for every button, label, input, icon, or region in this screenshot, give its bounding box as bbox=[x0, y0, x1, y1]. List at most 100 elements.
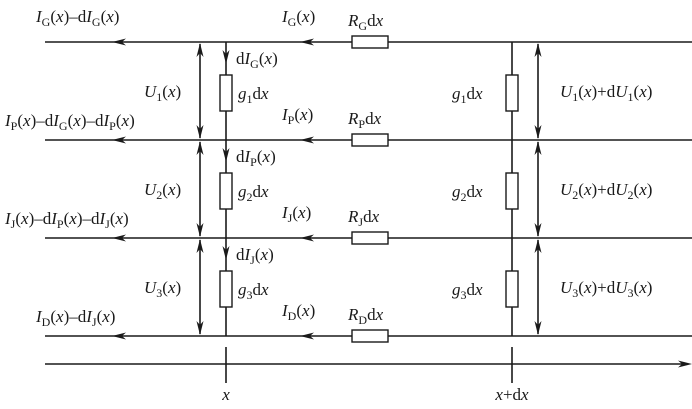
text: )–d bbox=[29, 209, 52, 228]
current-arrow-D-left bbox=[112, 332, 126, 340]
resistor-label-J: RJdx bbox=[347, 207, 380, 229]
symbol: U bbox=[560, 82, 574, 101]
text: d bbox=[253, 182, 262, 201]
text: ( bbox=[292, 203, 298, 222]
symbol: I bbox=[244, 245, 252, 264]
conductance-label-3-left: g3dx bbox=[238, 280, 269, 302]
symbol: x bbox=[260, 84, 269, 103]
subscript: 1 bbox=[247, 92, 253, 106]
symbol: x bbox=[474, 84, 483, 103]
text: ) bbox=[647, 180, 653, 199]
symbol: x bbox=[474, 280, 483, 299]
symbol: x bbox=[101, 307, 110, 326]
current-arrow-D-right bbox=[300, 332, 314, 340]
wires bbox=[45, 35, 692, 383]
symbol: x bbox=[260, 245, 269, 264]
text: ( bbox=[296, 301, 302, 320]
subscript: G bbox=[42, 15, 51, 29]
text: ( bbox=[50, 7, 56, 26]
current-label-P-right: IP(x) bbox=[281, 105, 313, 127]
text: )–d bbox=[31, 111, 54, 130]
symbol: I bbox=[281, 203, 289, 222]
text: ( bbox=[634, 82, 640, 101]
resistor-J bbox=[351, 231, 389, 245]
symbol: x bbox=[115, 209, 124, 228]
conductance-1-left bbox=[219, 74, 233, 112]
symbol: I bbox=[52, 111, 60, 130]
resistor-label-D: RDdx bbox=[347, 305, 384, 327]
voltage-arrowhead-3-left-down bbox=[196, 321, 204, 335]
voltage-label-3-right: U3(x)+dU3(x) bbox=[560, 278, 652, 300]
symbol: x bbox=[260, 280, 269, 299]
subscript: 3 bbox=[572, 286, 578, 300]
text: ( bbox=[101, 7, 107, 26]
symbol: I bbox=[281, 7, 289, 26]
text: ( bbox=[50, 307, 56, 326]
x-axis-label-x: x bbox=[221, 385, 230, 404]
symbol: x bbox=[638, 82, 647, 101]
text: ) bbox=[268, 245, 274, 264]
current-arrow-G-right bbox=[300, 38, 314, 46]
text: +d bbox=[503, 385, 522, 404]
symbol: x bbox=[121, 111, 130, 130]
resistor-G bbox=[351, 35, 389, 49]
text: ( bbox=[68, 111, 74, 130]
current-arrow-G-left bbox=[112, 38, 126, 46]
voltage-arrowhead-2-left-up bbox=[196, 141, 204, 155]
text: d bbox=[467, 182, 476, 201]
text: )–d bbox=[64, 307, 87, 326]
symbol: g bbox=[238, 182, 247, 201]
symbol: I bbox=[4, 209, 12, 228]
current-arrow-P-right bbox=[300, 136, 314, 144]
symbol: x bbox=[299, 105, 308, 124]
text: d bbox=[236, 49, 245, 68]
subscript: 2 bbox=[572, 188, 578, 202]
resistor-label-P: RPdx bbox=[347, 109, 382, 131]
conductance-label-2-right: g2dx bbox=[452, 182, 483, 204]
text: ) bbox=[114, 7, 120, 26]
subscript: 3 bbox=[628, 286, 634, 300]
symbol: x bbox=[638, 278, 647, 297]
symbol: x bbox=[68, 209, 77, 228]
subscript: 2 bbox=[628, 188, 634, 202]
text: )–d bbox=[81, 111, 104, 130]
text: ( bbox=[634, 278, 640, 297]
subscript: 2 bbox=[461, 190, 467, 204]
symbol: g bbox=[238, 84, 247, 103]
symbol: x bbox=[260, 182, 269, 201]
conductance-2-right bbox=[505, 172, 519, 210]
conductance-label-2-left: g2dx bbox=[238, 182, 269, 204]
subscript: P bbox=[11, 119, 18, 133]
symbol: x bbox=[55, 307, 64, 326]
current-label-D-left: ID(x)–dIJ(x) bbox=[35, 307, 115, 329]
subscript: J bbox=[92, 315, 97, 329]
symbol: x bbox=[221, 385, 230, 404]
subscript: P bbox=[109, 119, 116, 133]
symbol: x bbox=[301, 301, 310, 320]
subscript: P bbox=[358, 117, 365, 131]
text: d bbox=[236, 245, 245, 264]
voltage-arrowhead-1-right-down bbox=[534, 125, 542, 139]
branch-current-arrow-3 bbox=[222, 246, 230, 260]
text: )–d bbox=[64, 7, 87, 26]
subscript: 1 bbox=[628, 90, 634, 104]
branch-current-arrow-1 bbox=[222, 50, 230, 64]
symbol: I bbox=[4, 111, 12, 130]
subscript: D bbox=[358, 313, 367, 327]
text: ) bbox=[176, 180, 182, 199]
subscript: G bbox=[92, 15, 101, 29]
symbol: x bbox=[373, 109, 382, 128]
subscript: 1 bbox=[461, 92, 467, 106]
subscript: J bbox=[11, 217, 16, 231]
voltage-arrowhead-3-right-down bbox=[534, 321, 542, 335]
text: d bbox=[236, 147, 245, 166]
symbol: x bbox=[22, 111, 31, 130]
current-label-J-right: IJ(x) bbox=[281, 203, 311, 225]
voltage-arrowhead-1-left-down bbox=[196, 125, 204, 139]
voltage-arrowhead-3-left-up bbox=[196, 239, 204, 253]
current-label-G-right: IG(x) bbox=[281, 7, 315, 29]
symbol: I bbox=[244, 49, 252, 68]
symbol: U bbox=[144, 82, 158, 101]
text: ( bbox=[17, 111, 23, 130]
